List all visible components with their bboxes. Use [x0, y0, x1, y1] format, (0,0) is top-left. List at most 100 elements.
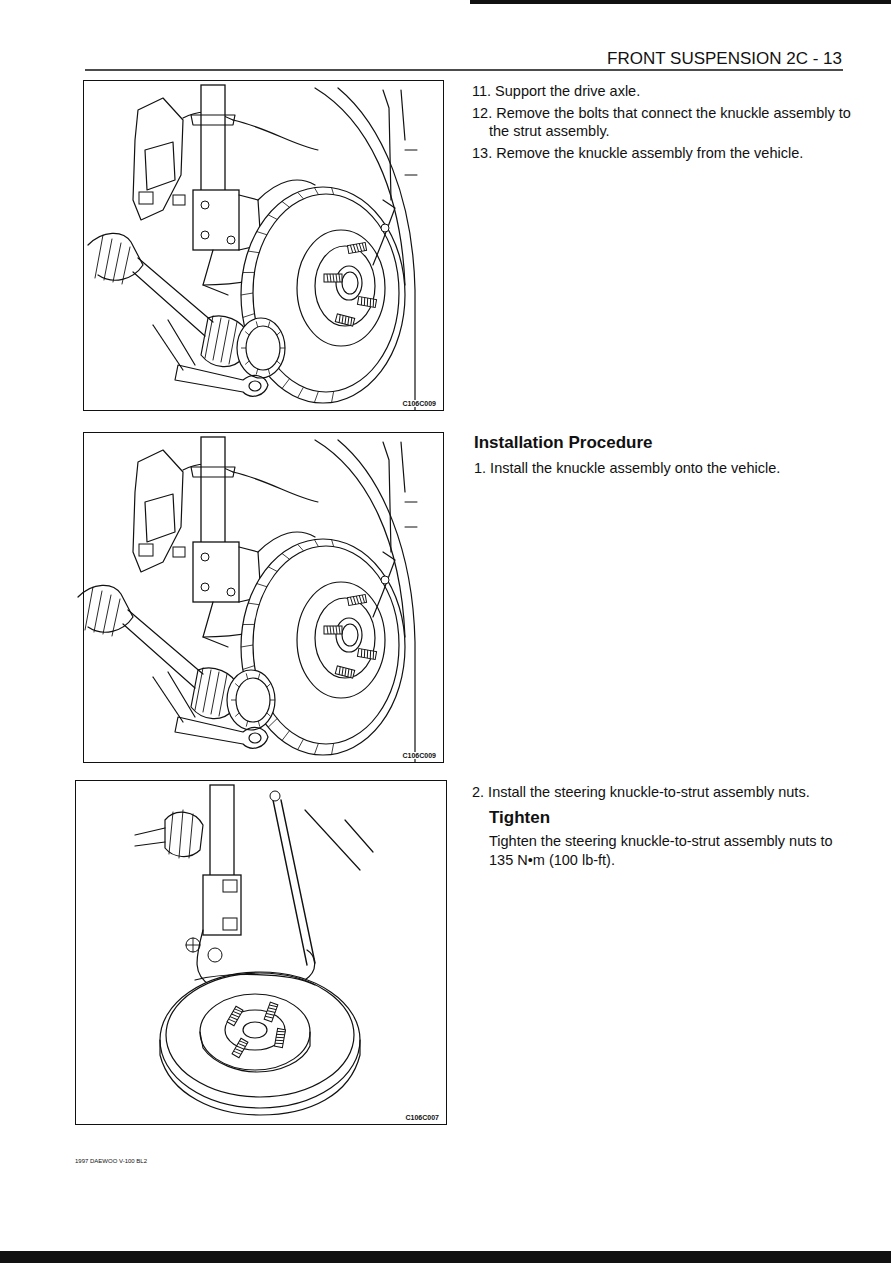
stud-body — [324, 274, 342, 282]
strut-bracket — [193, 190, 239, 250]
splash-shield — [373, 552, 395, 617]
suspension-illustration — [78, 437, 417, 762]
axle-shaft — [138, 258, 213, 322]
knuckle-arm — [203, 602, 228, 647]
wheel-stud — [335, 666, 354, 678]
wheel-stud — [357, 648, 376, 659]
rotor-hat — [297, 582, 385, 698]
step-text: 2. Install the steering knuckle-to-strut… — [472, 783, 867, 801]
header-rule — [85, 69, 843, 71]
boot-ridge — [195, 668, 203, 710]
lower-arm — [153, 677, 183, 722]
drive-axle — [78, 585, 275, 730]
figure-code: C106C007 — [405, 1114, 440, 1121]
stud-thread — [235, 1008, 242, 1013]
wheel-stud — [347, 242, 366, 253]
stud-body — [335, 314, 354, 326]
stud-thread — [356, 596, 358, 604]
hub-bore — [336, 618, 362, 652]
knuckle-nut — [223, 918, 237, 930]
strut-bolt — [201, 553, 209, 561]
stud-body — [335, 666, 354, 678]
stud-thread — [347, 317, 350, 325]
stud-thread — [366, 298, 368, 306]
rotor-vent — [314, 540, 318, 547]
rotor-vent — [268, 215, 277, 220]
fender-line — [383, 90, 391, 200]
caliper-bolt — [139, 544, 153, 556]
stud-thread — [327, 626, 328, 634]
cv-spline — [267, 713, 271, 717]
strut-bolt — [201, 231, 209, 239]
rotor-vent — [241, 645, 253, 647]
hub-flange — [315, 246, 375, 326]
tie-rod — [281, 800, 315, 963]
stud-body — [347, 242, 366, 253]
boot-ridge — [95, 235, 103, 278]
rotor-hat — [200, 994, 310, 1070]
fender-line — [405, 150, 417, 175]
figure-frame: C106C009 — [83, 432, 444, 763]
lower-arm — [168, 320, 195, 365]
stud-thread — [267, 1010, 275, 1014]
cv-joint-ring — [246, 326, 280, 370]
rotor-vent — [314, 743, 318, 754]
tie-rod — [273, 800, 307, 965]
wheel-stud — [264, 1002, 278, 1022]
stud-thread — [344, 316, 347, 324]
stud-thread — [266, 1013, 274, 1017]
rotor-vent — [332, 188, 334, 195]
stud-thread — [330, 274, 331, 282]
cv-spline — [231, 700, 236, 701]
wheel-stud — [227, 1006, 243, 1026]
cv-spline — [267, 684, 271, 688]
lower-arm — [168, 672, 195, 717]
rotor-vent — [332, 391, 334, 402]
cv-spline — [241, 348, 246, 349]
stud-thread — [362, 243, 364, 251]
stud-body — [274, 1028, 285, 1047]
bottom-bar — [0, 1251, 891, 1263]
section-heading: Installation Procedure — [474, 432, 850, 453]
stud-thread — [269, 1004, 277, 1008]
stud-thread — [360, 297, 362, 305]
cv-spline — [277, 332, 281, 336]
stud-body — [264, 1002, 278, 1022]
stud-thread — [344, 668, 347, 676]
dust-shield — [195, 975, 315, 985]
boot-ridge — [229, 322, 237, 364]
hub-center — [342, 624, 358, 646]
stud-thread — [268, 1007, 276, 1011]
stud-thread — [265, 1015, 273, 1019]
rotor-vent — [282, 379, 290, 389]
lower-arm — [153, 325, 183, 370]
stud-thread — [359, 595, 361, 603]
rotor-vent — [241, 293, 253, 295]
cv-spline — [235, 713, 239, 717]
stud-thread — [277, 1030, 285, 1032]
rotor-face — [253, 546, 399, 744]
boot-ridge — [122, 247, 130, 284]
hub-center — [342, 272, 358, 294]
stud-thread — [363, 650, 365, 658]
suspension-illustration — [135, 785, 373, 1115]
boot-ridge — [219, 674, 227, 716]
stud-thread — [277, 1033, 285, 1035]
stud-thread — [333, 274, 334, 282]
rotor-vent — [298, 192, 304, 199]
rotor-vent — [257, 232, 267, 235]
rotor-vent — [243, 314, 255, 318]
stud-body — [227, 1006, 243, 1026]
knuckle-nut — [223, 880, 237, 892]
rotor-vent — [268, 567, 277, 572]
stud-thread — [333, 626, 334, 634]
spring-seat — [191, 467, 235, 477]
stud-thread — [362, 595, 364, 603]
axle-shaft — [133, 272, 205, 336]
stud-thread — [350, 670, 353, 678]
strut-bolt — [227, 588, 235, 596]
stud-thread — [360, 649, 362, 657]
background-line — [305, 810, 360, 870]
strut-bolt — [201, 201, 209, 209]
